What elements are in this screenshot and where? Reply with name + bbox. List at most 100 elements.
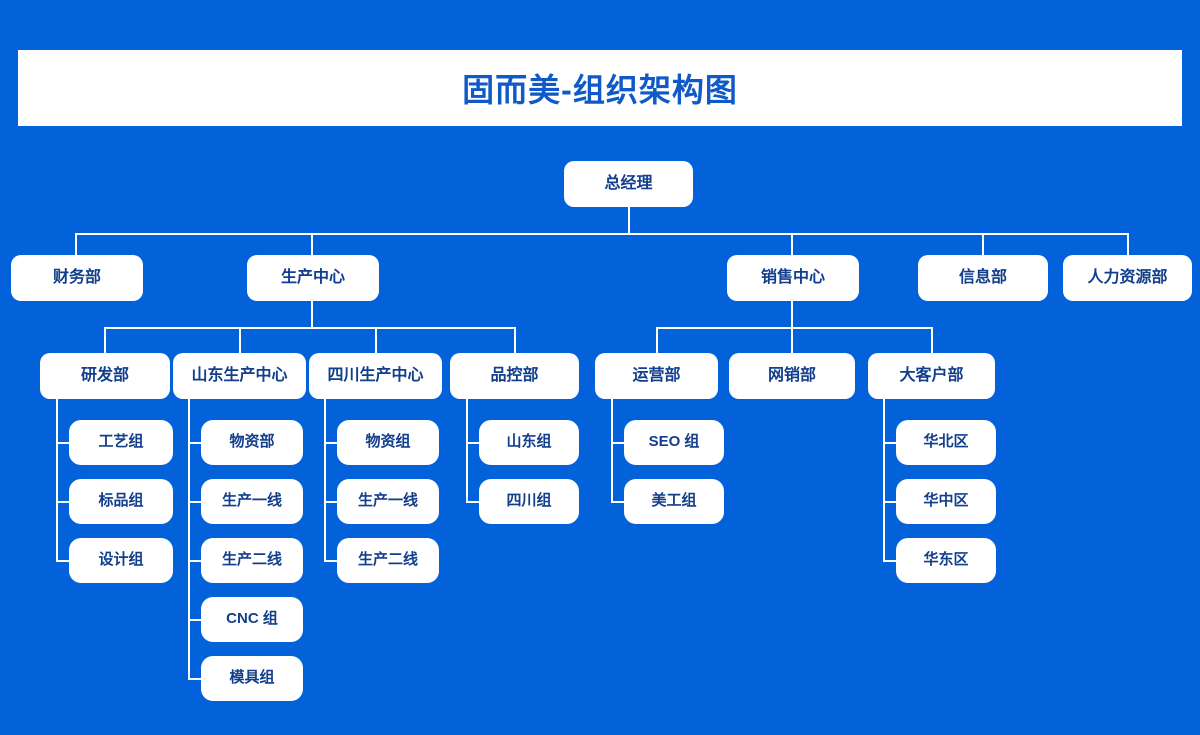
org-node-label: CNC 组 xyxy=(226,610,278,628)
org-node-label: 生产二线 xyxy=(357,551,418,569)
org-node-it[interactable]: 信息部 xyxy=(918,255,1048,301)
org-node-label: 标品组 xyxy=(98,492,144,510)
org-node-label: 生产中心 xyxy=(280,269,345,287)
connector-drop-sales xyxy=(791,233,793,255)
connector-stub-sc-line1 xyxy=(324,501,337,503)
org-node-art-group[interactable]: 美工组 xyxy=(624,479,724,524)
org-node-standard-product-group[interactable]: 标品组 xyxy=(69,479,173,524)
connector-stub-design xyxy=(56,560,69,562)
org-node-craft-group[interactable]: 工艺组 xyxy=(69,420,173,465)
connector-production-down xyxy=(311,301,313,327)
connector-stub-qc-sd xyxy=(466,442,479,444)
connector-root-down xyxy=(628,207,630,235)
org-node-label: 四川组 xyxy=(506,492,552,510)
org-node-label: 山东生产中心 xyxy=(191,367,288,385)
title-banner: 固而美-组织架构图 xyxy=(18,50,1182,126)
org-node-operation[interactable]: 运营部 xyxy=(595,353,718,399)
org-node-label: 生产一线 xyxy=(221,492,282,510)
org-node-label: 生产二线 xyxy=(221,551,282,569)
org-node-sd-cnc-group[interactable]: CNC 组 xyxy=(201,597,303,642)
org-node-label: 销售中心 xyxy=(760,269,825,287)
connector-drop-hr xyxy=(1127,233,1129,255)
org-node-qc-sichuan-group[interactable]: 四川组 xyxy=(479,479,579,524)
org-node-rd[interactable]: 研发部 xyxy=(40,353,170,399)
connector-drop-sichuan xyxy=(375,327,377,353)
org-node-sc-production-line-1[interactable]: 生产一线 xyxy=(337,479,439,524)
org-node-label: 财务部 xyxy=(52,269,101,287)
org-node-label: 华东区 xyxy=(923,551,969,569)
org-node-label: 模具组 xyxy=(229,669,275,687)
connector-spine-operation xyxy=(611,399,613,502)
connector-stub-central xyxy=(883,501,896,503)
org-node-design-group[interactable]: 设计组 xyxy=(69,538,173,583)
connector-stub-seo xyxy=(611,442,624,444)
org-node-seo-group[interactable]: SEO 组 xyxy=(624,420,724,465)
connector-spine-rd xyxy=(56,399,58,561)
connector-drop-keyaccount xyxy=(931,327,933,353)
connector-stub-art xyxy=(611,501,624,503)
connector-stub-sc-line2 xyxy=(324,560,337,562)
connector-stub-sd-line1 xyxy=(188,501,201,503)
connector-spine-qc xyxy=(466,399,468,502)
connector-stub-sd-mold xyxy=(188,678,201,680)
connector-spine-keyaccount xyxy=(883,399,885,561)
org-node-label: 山东组 xyxy=(506,433,552,451)
org-node-label: 四川生产中心 xyxy=(327,367,424,385)
connector-drop-it xyxy=(982,233,984,255)
org-node-shandong-production-center[interactable]: 山东生产中心 xyxy=(173,353,306,399)
connector-sales-down xyxy=(791,301,793,327)
connector-production-bus xyxy=(104,327,515,329)
org-node-sd-production-line-2[interactable]: 生产二线 xyxy=(201,538,303,583)
connector-stub-sc-material xyxy=(324,442,337,444)
connector-stub-standard xyxy=(56,501,69,503)
org-node-sd-mold-group[interactable]: 模具组 xyxy=(201,656,303,701)
page-title: 固而美-组织架构图 xyxy=(462,72,738,108)
org-node-label: 品控部 xyxy=(490,367,539,385)
org-node-label: 总经理 xyxy=(604,175,653,193)
org-node-label: 大客户部 xyxy=(899,367,964,385)
connector-stub-sd-cnc xyxy=(188,619,201,621)
org-node-production-center[interactable]: 生产中心 xyxy=(247,255,379,301)
connector-stub-sd-line2 xyxy=(188,560,201,562)
org-node-sales-center[interactable]: 销售中心 xyxy=(727,255,859,301)
org-node-label: 工艺组 xyxy=(98,433,144,451)
org-node-label: 华中区 xyxy=(923,492,969,510)
org-node-sd-production-line-1[interactable]: 生产一线 xyxy=(201,479,303,524)
org-node-east-china-region[interactable]: 华东区 xyxy=(896,538,996,583)
org-node-key-account[interactable]: 大客户部 xyxy=(868,353,995,399)
org-node-label: 生产一线 xyxy=(357,492,418,510)
org-node-online-sales[interactable]: 网销部 xyxy=(729,353,855,399)
connector-drop-online xyxy=(791,327,793,353)
org-node-label: 美工组 xyxy=(651,492,697,510)
connector-drop-rd xyxy=(104,327,106,353)
org-node-label: 信息部 xyxy=(958,269,1007,287)
org-node-general-manager[interactable]: 总经理 xyxy=(564,161,693,207)
connector-stub-qc-sc xyxy=(466,501,479,503)
connector-stub-sd-material xyxy=(188,442,201,444)
connector-drop-finance xyxy=(75,233,77,255)
connector-drop-qc xyxy=(514,327,516,353)
org-node-label: 设计组 xyxy=(98,551,144,569)
org-node-central-china-region[interactable]: 华中区 xyxy=(896,479,996,524)
org-node-north-china-region[interactable]: 华北区 xyxy=(896,420,996,465)
org-node-hr[interactable]: 人力资源部 xyxy=(1063,255,1192,301)
org-node-sd-material-dept[interactable]: 物资部 xyxy=(201,420,303,465)
org-node-finance[interactable]: 财务部 xyxy=(11,255,143,301)
connector-drop-operation xyxy=(656,327,658,353)
connector-sales-bus xyxy=(656,327,932,329)
org-node-label: 研发部 xyxy=(80,367,129,385)
org-node-label: 人力资源部 xyxy=(1087,269,1168,287)
connector-stub-east xyxy=(883,560,896,562)
org-node-qc-shandong-group[interactable]: 山东组 xyxy=(479,420,579,465)
connector-stub-north xyxy=(883,442,896,444)
org-node-quality-control[interactable]: 品控部 xyxy=(450,353,579,399)
org-node-sc-production-line-2[interactable]: 生产二线 xyxy=(337,538,439,583)
org-node-sc-material-group[interactable]: 物资组 xyxy=(337,420,439,465)
org-node-sichuan-production-center[interactable]: 四川生产中心 xyxy=(309,353,442,399)
org-node-label: 物资组 xyxy=(365,433,411,451)
org-node-label: 运营部 xyxy=(632,367,681,385)
connector-stub-craft xyxy=(56,442,69,444)
org-node-label: 物资部 xyxy=(229,433,275,451)
org-node-label: SEO 组 xyxy=(648,433,700,451)
